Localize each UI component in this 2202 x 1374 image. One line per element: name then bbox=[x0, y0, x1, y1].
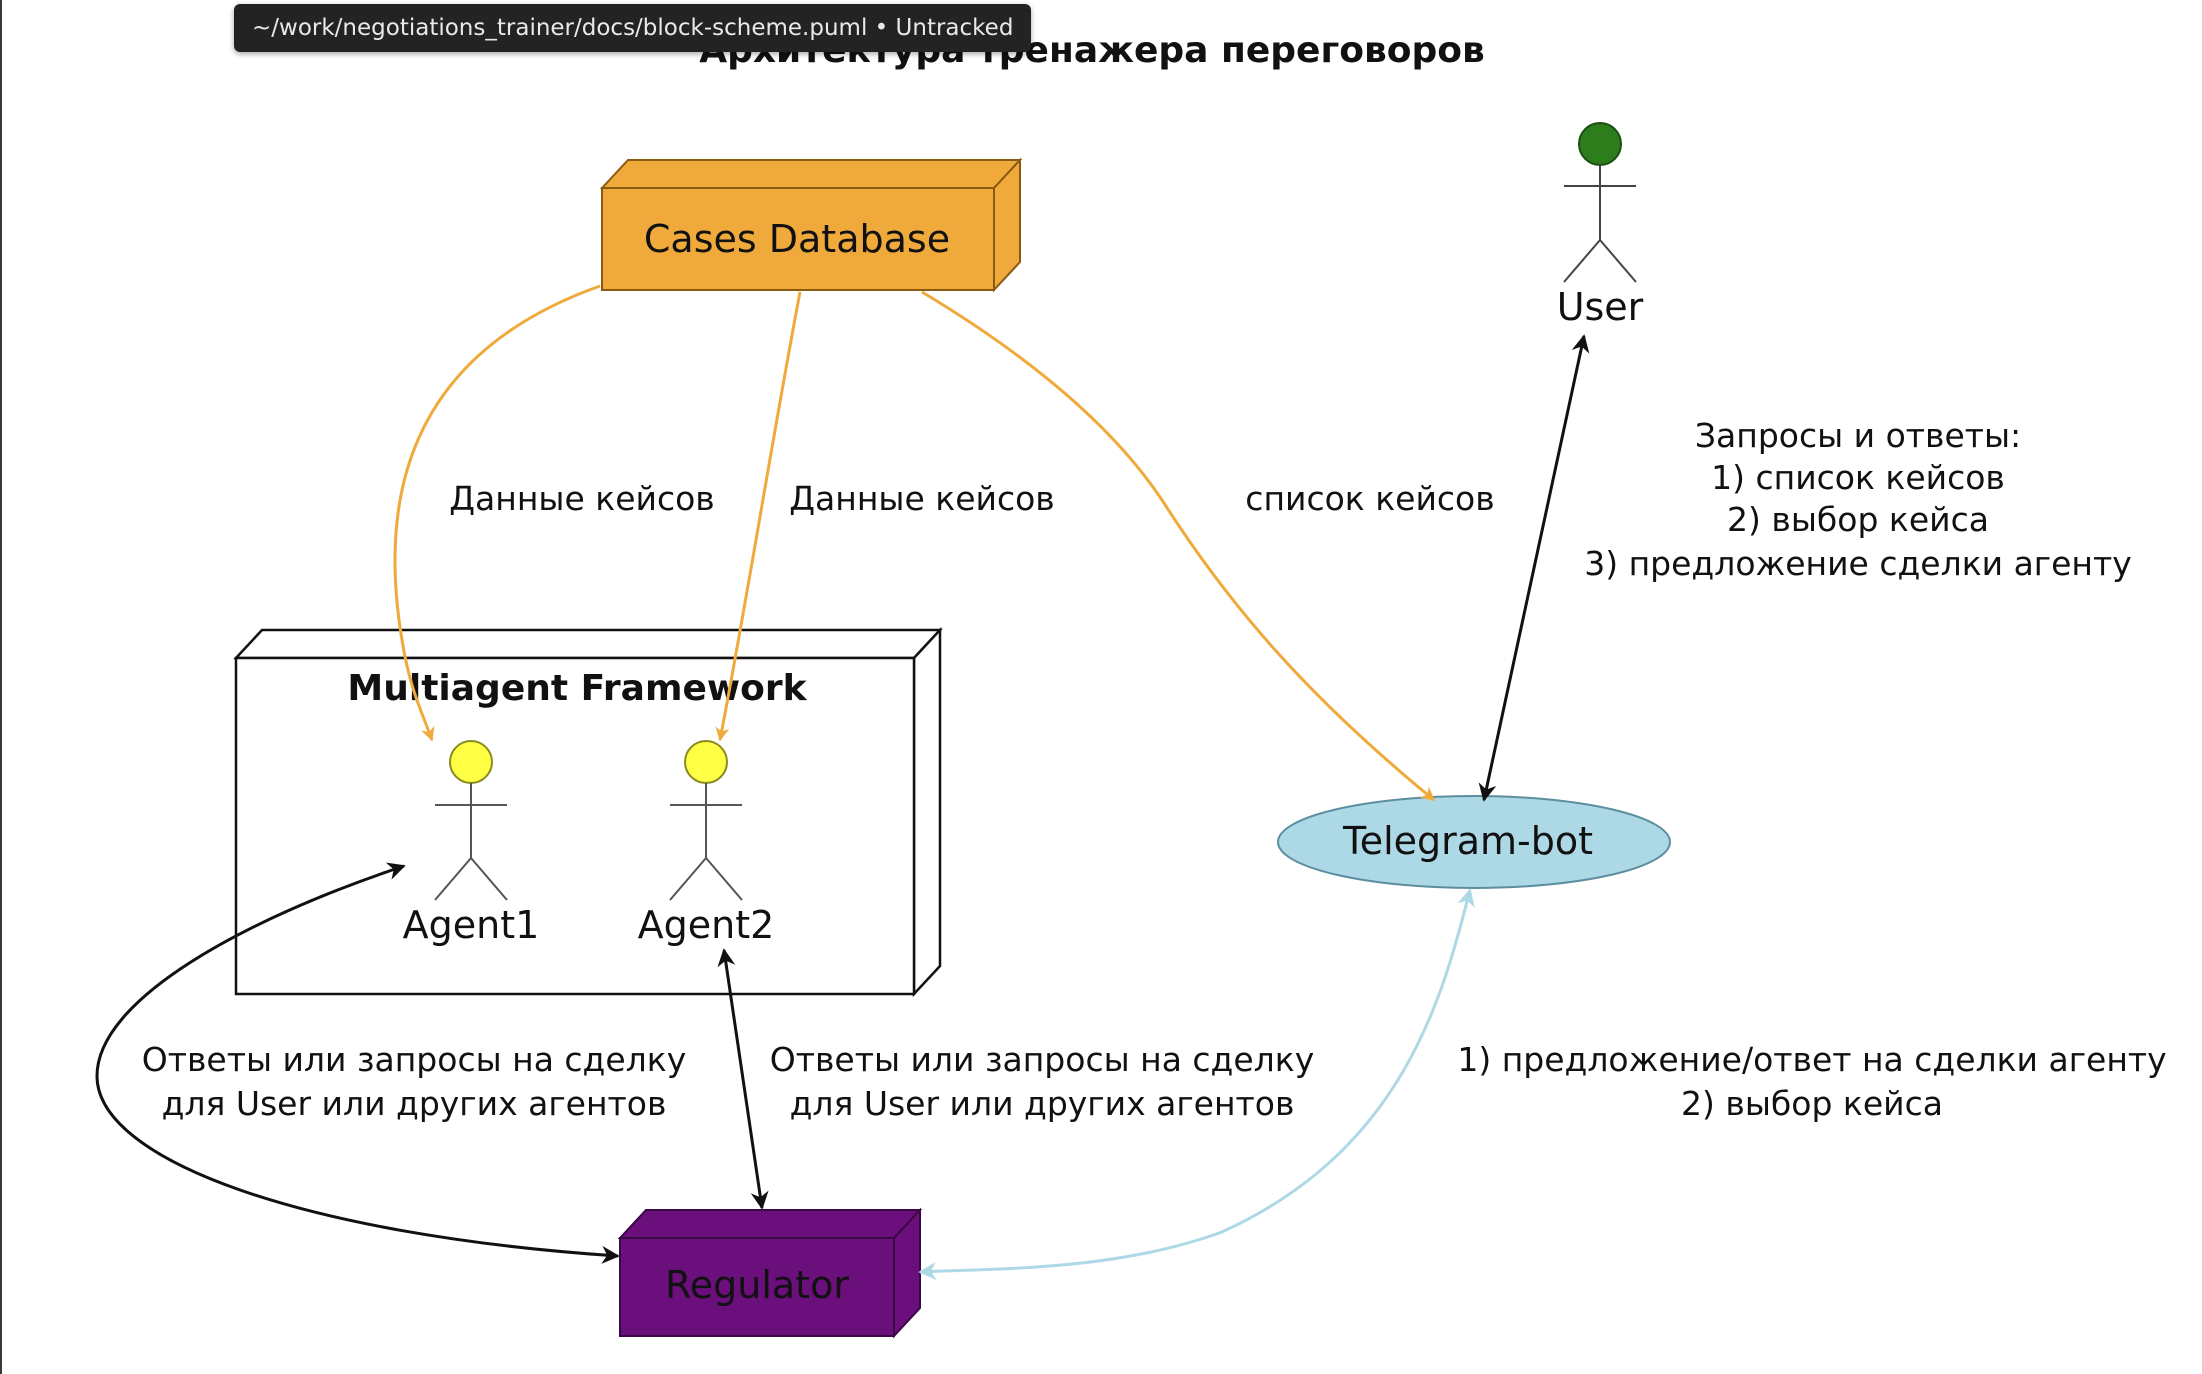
multiagent-framework-node[interactable]: Multiagent Framework bbox=[233, 626, 943, 998]
edge-label-db-bot: список кейсов bbox=[1245, 479, 1494, 518]
user-label: User bbox=[1557, 285, 1644, 329]
edge-user-telegram-bot bbox=[1478, 334, 1590, 802]
edge-db-to-agent2 bbox=[715, 291, 802, 742]
edge-telegram-bot-regulator bbox=[918, 888, 1475, 1281]
edge-agent2-regulator bbox=[717, 948, 769, 1210]
tooltip-separator: • bbox=[874, 15, 889, 41]
agent2-actor[interactable]: Agent2 bbox=[638, 740, 775, 947]
edge-agent1-regulator bbox=[95, 862, 620, 1264]
cases-database-label: Cases Database bbox=[644, 217, 950, 261]
edge-label-agent2-regulator-2: для User или других агентов bbox=[790, 1084, 1295, 1123]
regulator-node[interactable]: Regulator bbox=[617, 1207, 923, 1339]
agent1-label: Agent1 bbox=[403, 903, 540, 947]
agent2-label: Agent2 bbox=[638, 903, 775, 947]
edge-label-user-bot-2: 1) список кейсов bbox=[1711, 458, 2005, 497]
user-actor[interactable]: User bbox=[1557, 122, 1644, 329]
cases-database-node[interactable]: Cases Database bbox=[599, 157, 1023, 293]
edge-label-user-bot-1: Запросы и ответы: bbox=[1695, 416, 2021, 455]
edge-label-db-agent2: Данные кейсов bbox=[789, 479, 1054, 518]
edge-label-agent1-regulator-2: для User или других агентов bbox=[162, 1084, 667, 1123]
telegram-bot-label: Telegram-bot bbox=[1342, 819, 1593, 863]
tooltip-status: Untracked bbox=[895, 15, 1014, 41]
edge-db-to-agent1 bbox=[393, 284, 601, 742]
edge-label-user-bot-4: 3) предложение сделки агенту bbox=[1584, 544, 2132, 583]
regulator-label: Regulator bbox=[665, 1263, 849, 1307]
edge-label-agent2-regulator-1: Ответы или запросы на сделку bbox=[770, 1040, 1314, 1079]
edge-label-user-bot-3: 2) выбор кейса bbox=[1727, 500, 1989, 539]
telegram-bot-node[interactable]: Telegram-bot bbox=[1277, 795, 1671, 889]
tooltip-path: ~/work/negotiations_trainer/docs/block-s… bbox=[252, 15, 868, 41]
edge-label-agent1-regulator-1: Ответы или запросы на сделку bbox=[142, 1040, 686, 1079]
edge-db-to-telegram-bot bbox=[921, 290, 1436, 802]
edge-label-db-agent1: Данные кейсов bbox=[449, 479, 714, 518]
edge-label-bot-regulator-2: 2) выбор кейса bbox=[1681, 1084, 1943, 1123]
file-path-tooltip: ~/work/negotiations_trainer/docs/block-s… bbox=[234, 4, 1032, 52]
edge-label-bot-regulator-1: 1) предложение/ответ на сделки агенту bbox=[1457, 1040, 2166, 1079]
